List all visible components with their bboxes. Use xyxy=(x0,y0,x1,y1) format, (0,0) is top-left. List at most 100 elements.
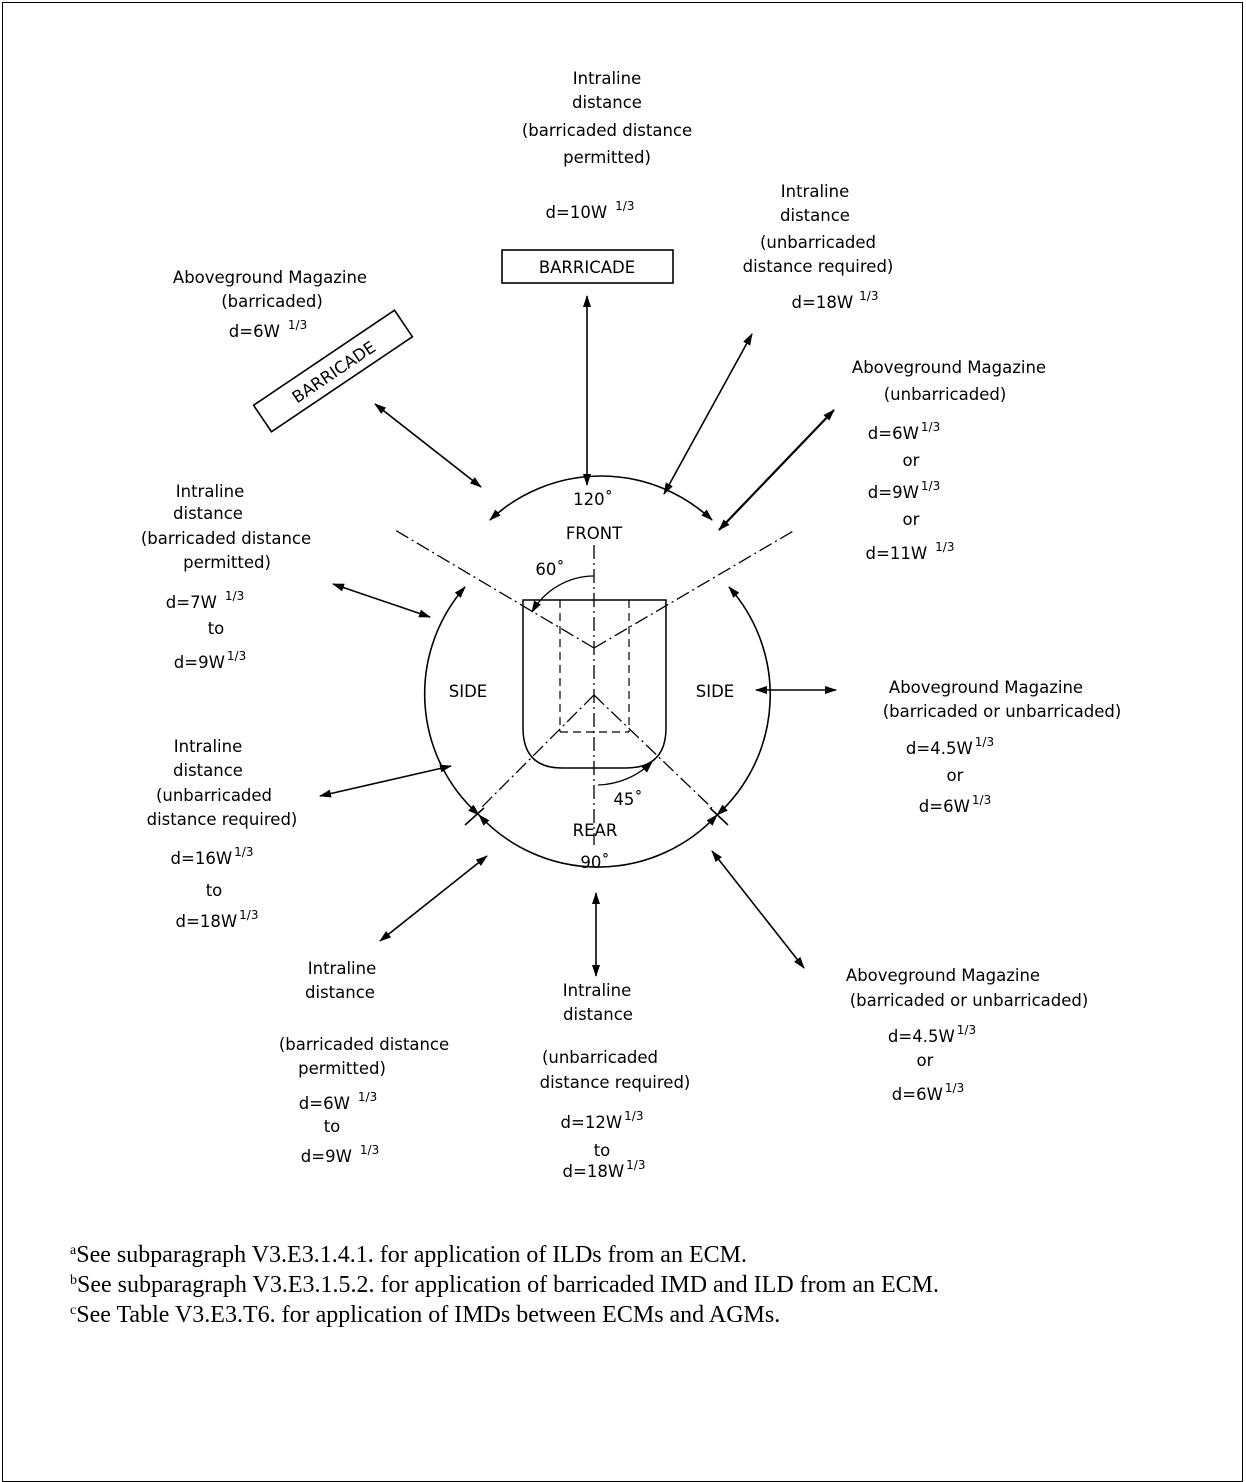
svg-text:(barricaded): (barricaded) xyxy=(221,292,323,311)
svg-text:d=6W1/3: d=6W1/3 xyxy=(868,420,940,443)
svg-text:to: to xyxy=(594,1141,611,1160)
angle-indicators xyxy=(531,575,653,786)
svg-text:(barricaded distance: (barricaded distance xyxy=(279,1035,449,1054)
svg-text:(barricaded or unbarricaded): (barricaded or unbarricaded) xyxy=(850,991,1089,1010)
rear-left-boundary xyxy=(480,694,595,809)
footnote-b: bSee subparagraph V3.E3.1.5.2. for appli… xyxy=(70,1272,939,1298)
svg-text:to: to xyxy=(206,881,223,900)
magazine-structure xyxy=(522,599,667,769)
svg-text:distance required): distance required) xyxy=(540,1073,691,1092)
svg-text:d=9W1/3: d=9W1/3 xyxy=(301,1143,379,1166)
sector-labels: 120˚ FRONT 60˚ SIDE SIDE 45˚ REAR 90˚ xyxy=(449,490,734,872)
svg-text:d=4.5W1/3: d=4.5W1/3 xyxy=(888,1023,976,1046)
svg-text:distance required): distance required) xyxy=(147,810,298,829)
svg-text:d=6W1/3: d=6W1/3 xyxy=(299,1090,377,1113)
rear-label: REAR xyxy=(573,821,618,840)
magazine-outline xyxy=(522,599,667,769)
svg-text:Intraline: Intraline xyxy=(573,69,641,88)
rear-angle-label: 90˚ xyxy=(580,853,609,872)
target-top: Intraline distance (barricaded distance … xyxy=(522,69,692,222)
svg-text:or: or xyxy=(917,1051,934,1070)
boundary-ticks xyxy=(464,807,729,826)
target-bottom: Intraline distance xyxy=(563,981,633,1024)
front-angle-label: 120˚ xyxy=(573,490,613,509)
arrow-right-top xyxy=(718,409,835,531)
arrow-left-top xyxy=(332,583,431,618)
svg-text:distance: distance xyxy=(305,983,375,1002)
svg-text:Aboveground Magazine: Aboveground Magazine xyxy=(889,678,1083,697)
svg-text:or: or xyxy=(947,766,964,785)
target-left-bottom: Intraline distance (unbarricaded distanc… xyxy=(147,737,298,931)
side-left-label: SIDE xyxy=(449,682,487,701)
svg-text:d=9W1/3: d=9W1/3 xyxy=(868,479,940,502)
arrow-bottom-right xyxy=(711,850,805,969)
svg-text:(barricaded or unbarricaded): (barricaded or unbarricaded) xyxy=(883,702,1122,721)
barricade-top-label: BARRICADE xyxy=(539,258,635,277)
svg-text:Aboveground Magazine: Aboveground Magazine xyxy=(852,358,1046,377)
svg-text:Intraline: Intraline xyxy=(781,182,849,201)
footnotes: aSee subparagraph V3.E3.1.4.1. for appli… xyxy=(70,1240,1190,1330)
target-upper-right: Intraline distance (unbarricaded distanc… xyxy=(743,182,894,312)
target-bottom-right: Aboveground Magazine (barricaded or unba… xyxy=(846,966,1088,1046)
svg-text:Intraline: Intraline xyxy=(176,482,244,501)
front-label: FRONT xyxy=(566,524,623,543)
svg-text:(unbarricaded: (unbarricaded xyxy=(760,233,876,252)
target-right-side: Aboveground Magazine (barricaded or unba… xyxy=(883,678,1122,816)
svg-text:or: or xyxy=(903,451,920,470)
svg-text:(barricaded distance: (barricaded distance xyxy=(141,529,311,548)
left-side-arc xyxy=(423,586,480,816)
target-bottom-left: Intraline distance xyxy=(305,959,376,1002)
svg-text:to: to xyxy=(324,1117,341,1136)
svg-text:Aboveground Magazine: Aboveground Magazine xyxy=(173,268,367,287)
svg-text:(barricaded distance: (barricaded distance xyxy=(522,121,692,140)
arrow-left-bottom xyxy=(319,764,452,798)
svg-text:distance: distance xyxy=(173,504,243,523)
svg-text:d=7W1/3: d=7W1/3 xyxy=(166,589,244,612)
svg-text:to: to xyxy=(208,619,225,638)
svg-text:distance required): distance required) xyxy=(743,257,894,276)
svg-text:(unbarricaded: (unbarricaded xyxy=(542,1048,658,1067)
svg-text:d=4.5W1/3: d=4.5W1/3 xyxy=(906,735,994,758)
svg-text:d=6W1/3: d=6W1/3 xyxy=(229,318,307,341)
svg-text:distance: distance xyxy=(563,1005,633,1024)
rear-arc xyxy=(478,814,718,868)
footnote-a: aSee subparagraph V3.E3.1.4.1. for appli… xyxy=(70,1242,747,1268)
svg-text:distance: distance xyxy=(572,93,642,112)
arrow-upper-right xyxy=(663,333,753,495)
direction-arrows xyxy=(319,295,837,977)
target-right-top: Aboveground Magazine (unbarricaded) d=6W… xyxy=(852,358,1046,563)
rear-right-boundary xyxy=(593,694,713,809)
svg-text:Aboveground Magazine: Aboveground Magazine xyxy=(846,966,1040,985)
sector-lines xyxy=(394,529,796,845)
front-arc xyxy=(489,475,713,521)
sector-arcs xyxy=(423,475,772,868)
ecm-distance-diagram: BARRICADE BARRICADE 120˚ FRONT 60˚ SIDE … xyxy=(141,69,1122,1046)
svg-text:d=6W1/3: d=6W1/3 xyxy=(892,1081,964,1104)
sixty-angle-label: 60˚ xyxy=(535,560,564,579)
forty-five-degree-arc xyxy=(597,761,653,786)
svg-text:distance: distance xyxy=(780,206,850,225)
arrow-upper-left xyxy=(374,403,482,488)
front-right-boundary xyxy=(593,529,796,649)
arrow-bottom-left xyxy=(379,855,488,942)
right-side-arc xyxy=(716,586,772,816)
svg-text:permitted): permitted) xyxy=(298,1059,386,1078)
svg-text:permitted): permitted) xyxy=(563,148,651,167)
sixty-degree-arc xyxy=(531,575,595,613)
svg-text:permitted): permitted) xyxy=(183,553,271,572)
front-left-boundary xyxy=(394,529,595,649)
barricade-top: BARRICADE xyxy=(501,249,674,284)
svg-text:Intraline: Intraline xyxy=(308,959,376,978)
